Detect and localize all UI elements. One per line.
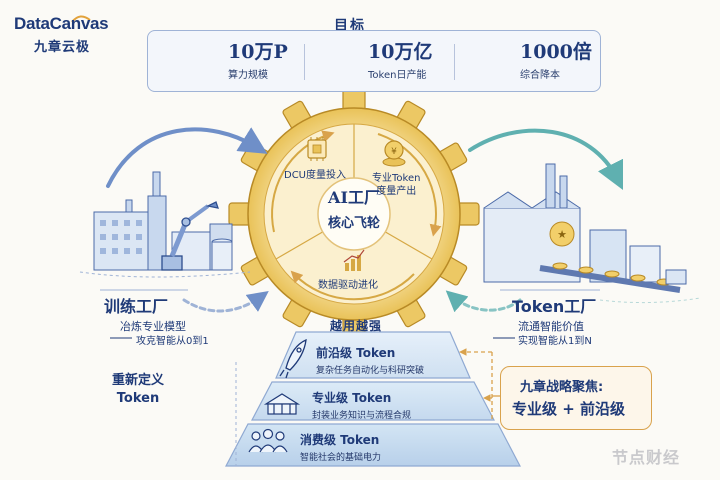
svg-text:¥: ¥ (391, 147, 397, 157)
goal-panel (147, 30, 601, 92)
flywheel-to-token-arrow (468, 128, 624, 191)
goal-value: 10万亿 (368, 41, 433, 63)
token-factory-illustration: ★ (483, 163, 701, 304)
brand-logo: DataCanvas (14, 14, 109, 33)
watermark: 节点财经 (612, 448, 681, 467)
training-factory-subtitle: 冶炼专业模型 (120, 320, 186, 333)
goal-value: 10万P (228, 41, 288, 63)
strategy-title: 九章战略聚焦: (520, 380, 604, 395)
building-icon (263, 393, 301, 415)
token-pyramid (225, 331, 521, 467)
tier-desc: 智能社会的基础电力 (300, 453, 382, 463)
flywheel-gear (228, 88, 480, 340)
goal-label: 综合降本 (520, 70, 560, 81)
segment-label-dcu: DCU度量投入 (284, 170, 347, 181)
pyramid-heading: 越用越强 (330, 319, 383, 333)
brand-name: 九章云极 (34, 40, 91, 55)
goal-divider (454, 44, 455, 80)
svg-text:★: ★ (557, 228, 567, 241)
tier-name: 专业级 Token (312, 391, 392, 405)
redefine-token-label: 重新定义 Token (112, 372, 164, 408)
goal-label: 算力规模 (228, 70, 268, 81)
tier-consumer-text: 消费级 Token 智能社会的基础电力 (300, 431, 381, 463)
goal-value: 1000倍 (520, 41, 592, 63)
tier-professional-text: 专业级 Token 封装业务知识与流程合规 (312, 389, 411, 421)
goal-item-compute: 10万P 算力规模 (228, 37, 288, 81)
logo-swoosh (71, 15, 91, 23)
tier-desc: 复杂任务自动化与科研突破 (316, 366, 425, 376)
flywheel-to-training-arrow (182, 291, 269, 313)
people-icon (248, 428, 288, 453)
coin-icon: ¥ (382, 140, 406, 167)
chip-icon (307, 137, 327, 161)
tier-desc: 封装业务知识与流程合规 (312, 411, 412, 421)
goal-item-cost: 1000倍 综合降本 (520, 37, 592, 81)
tier-frontier-text: 前沿级 Token 复杂任务自动化与科研突破 (316, 344, 424, 376)
rocket-icon (279, 338, 307, 379)
token-to-flywheel-arrow (445, 290, 522, 313)
token-factory-tagline: 实现智能从1到N (518, 336, 592, 347)
token-factory-subtitle: 流通智能价值 (518, 320, 584, 333)
tier-consumer (225, 423, 521, 467)
flywheel-center: AI工厂 核心飞轮 (283, 184, 425, 254)
tier-name: 消费级 Token (300, 433, 380, 447)
training-factory-illustration (79, 171, 251, 278)
training-to-flywheel-arrow (106, 127, 268, 188)
flywheel-subtitle: 核心飞轮 (327, 216, 380, 231)
segment-label-token: 专业Token 度量产出 (372, 173, 421, 197)
tier-name: 前沿级 Token (316, 346, 396, 360)
bar-chart-icon (343, 249, 365, 271)
segment-label-data: 数据驱动进化 (318, 280, 378, 291)
redefine-line1: 重新定义 (112, 373, 165, 388)
token-factory-title: Token工厂 (512, 297, 597, 316)
flywheel-title: AI工厂 (328, 188, 380, 207)
tier-professional (251, 381, 495, 421)
redefine-line2: Token (116, 391, 160, 406)
training-factory-title: 训练工厂 (104, 297, 169, 316)
strategy-value: 专业级 + 前沿级 (512, 400, 626, 418)
strategy-box (500, 366, 652, 430)
goal-divider (304, 44, 305, 80)
training-factory-tagline: 攻克智能从0到1 (136, 336, 209, 347)
goal-label: Token日产能 (368, 70, 427, 81)
goal-item-token: 10万亿 Token日产能 (368, 37, 432, 81)
tier-frontier (275, 331, 471, 379)
